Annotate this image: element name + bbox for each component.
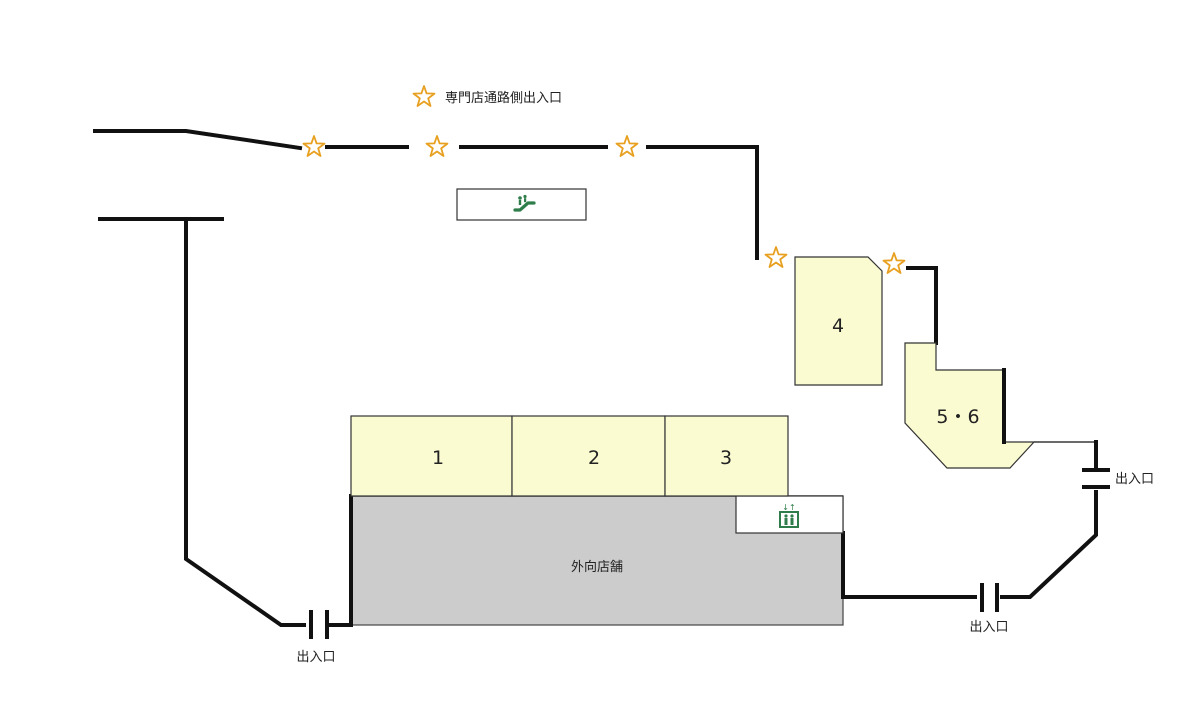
store-row: 1 2 3 xyxy=(350,415,789,497)
store-3-label: 3 xyxy=(720,447,732,469)
entrance-label-left: 出入口 xyxy=(296,650,335,665)
star-icon[interactable] xyxy=(425,135,449,157)
star-icon[interactable] xyxy=(882,252,906,274)
entrance-label-right: 出入口 xyxy=(1115,472,1154,487)
star-icon xyxy=(412,85,436,107)
wall-left-side xyxy=(184,217,306,627)
entrance-stars xyxy=(302,135,906,274)
star-icon[interactable] xyxy=(764,246,788,268)
store-2[interactable] xyxy=(511,415,666,497)
store-4-label: 4 xyxy=(832,315,844,337)
legend-label: 専門店通路側出入口 xyxy=(445,90,562,106)
store-3[interactable] xyxy=(664,415,789,497)
outer-stores-label: 外向店舗 xyxy=(571,559,623,575)
store-1-label: 1 xyxy=(432,447,444,469)
store-2-label: 2 xyxy=(588,447,600,469)
svg-text:↓↑: ↓↑ xyxy=(782,503,795,512)
wall-right-lower xyxy=(1000,490,1098,599)
star-icon[interactable] xyxy=(302,135,326,157)
wall-top-right xyxy=(646,145,759,260)
wall-right-upper xyxy=(906,266,938,345)
entrance-label-bottom-right: 出入口 xyxy=(969,620,1008,635)
walls xyxy=(93,129,1098,627)
entrance-doors xyxy=(309,468,1110,639)
store-5-6[interactable] xyxy=(904,342,1036,469)
escalator-icon[interactable] xyxy=(513,194,536,212)
wall-top-left xyxy=(93,129,303,151)
legend: 専門店通路側出入口 xyxy=(412,85,562,107)
elevator-icon[interactable]: ↓↑ xyxy=(779,503,799,528)
store-1[interactable] xyxy=(350,415,513,497)
star-icon[interactable] xyxy=(615,135,639,157)
store-4[interactable] xyxy=(794,256,883,386)
escalator-box xyxy=(456,188,587,221)
store-5-6-label: 5・6 xyxy=(936,406,979,428)
